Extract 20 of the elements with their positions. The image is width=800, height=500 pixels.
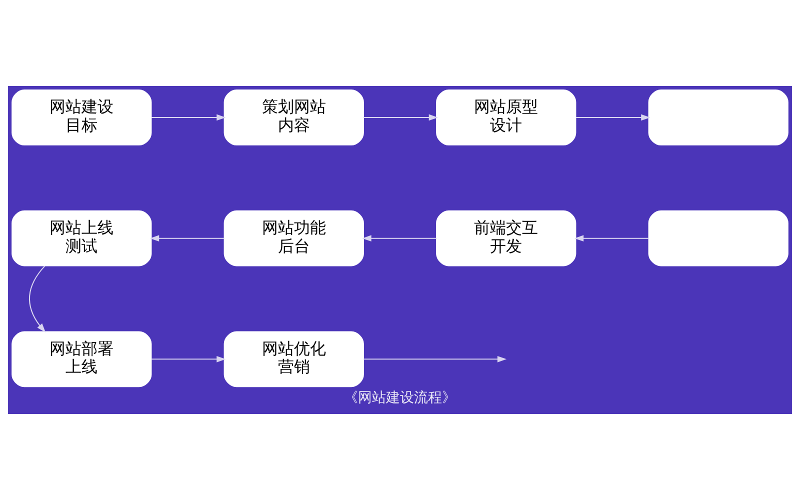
node-box: 网站建设目标 [12,90,152,146]
node-box: 网站上线测试 [12,210,152,266]
arrow [29,266,46,332]
node-box: 前端交互开发 [436,210,576,266]
node-box: 网站功能后台 [224,210,364,266]
caption: 《网站建设流程》 [344,390,456,406]
node-box: 网站原型设计 [436,90,576,146]
node-box [648,90,788,146]
node-box: 网站部署上线 [12,331,152,388]
node-box [648,210,788,266]
node-box: 网站优化营销 [224,331,364,388]
arrow [574,235,649,242]
arrow [576,114,650,121]
arrow [152,356,226,362]
node-box: 策划网站内容 [224,90,364,146]
arrow [150,235,224,242]
arrow [364,114,438,121]
arrow [152,114,226,121]
arrow [362,235,436,242]
arrow [364,356,507,362]
